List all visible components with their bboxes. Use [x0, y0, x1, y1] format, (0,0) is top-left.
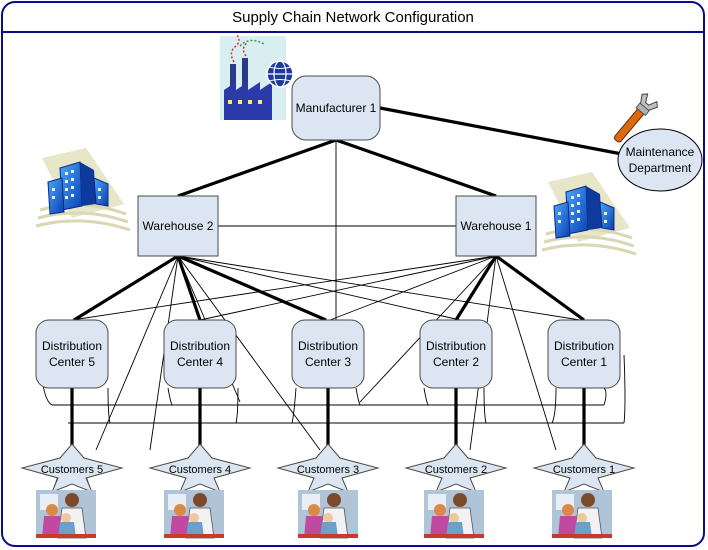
node-customers-5[interactable]: Customers 5	[20, 443, 124, 493]
node-customers-1[interactable]: Customers 1	[532, 443, 636, 493]
node-customers-3[interactable]: Customers 3	[276, 443, 380, 493]
dc4-label-line1: Distribution	[170, 339, 230, 353]
node-distribution-center-3[interactable]: Distribution Center 3	[291, 319, 365, 389]
office-building-icon	[34, 146, 132, 232]
node-customers-4[interactable]: Customers 4	[148, 443, 252, 493]
node-distribution-center-1[interactable]: Distribution Center 1	[547, 319, 621, 389]
manufacturer-label: Manufacturer 1	[296, 101, 377, 115]
customers-people-icon	[297, 489, 359, 539]
dc2-label-line1: Distribution	[426, 339, 486, 353]
office-building-icon	[540, 170, 638, 256]
dc1-label-line1: Distribution	[554, 339, 614, 353]
customers-2-label: Customers 2	[425, 464, 487, 476]
customers-5-label: Customers 5	[41, 464, 103, 476]
node-warehouse-1[interactable]: Warehouse 1	[455, 195, 537, 257]
dc4-label-line2: Center 4	[177, 355, 223, 369]
node-maintenance-department[interactable]: Maintenance Department	[617, 128, 703, 192]
wrench-icon	[613, 93, 658, 143]
customers-1-label: Customers 1	[553, 464, 615, 476]
maintenance-label-line1: Maintenance	[626, 145, 695, 159]
dc3-label-line2: Center 3	[305, 355, 351, 369]
node-customers-2[interactable]: Customers 2	[404, 443, 508, 493]
warehouse-2-label: Warehouse 2	[143, 219, 214, 233]
customers-people-icon	[423, 489, 485, 539]
title-bar: Supply Chain Network Configuration	[3, 3, 703, 33]
node-distribution-center-4[interactable]: Distribution Center 4	[163, 319, 237, 389]
customers-3-label: Customers 3	[297, 464, 359, 476]
customers-people-icon	[35, 489, 97, 539]
page-title: Supply Chain Network Configuration	[232, 8, 474, 26]
factory-icon	[220, 33, 294, 120]
dc5-label-line1: Distribution	[42, 339, 102, 353]
dc5-label-line2: Center 5	[49, 355, 95, 369]
customers-4-label: Customers 4	[169, 464, 231, 476]
dc2-label-line2: Center 2	[433, 355, 479, 369]
customers-people-icon	[551, 489, 613, 539]
dc1-label-line2: Center 1	[561, 355, 607, 369]
node-warehouse-2[interactable]: Warehouse 2	[137, 195, 219, 257]
node-manufacturer[interactable]: Manufacturer 1	[291, 75, 381, 141]
maintenance-label-line2: Department	[629, 161, 692, 175]
network-edges	[39, 106, 626, 451]
customers-people-icon	[163, 489, 225, 539]
node-distribution-center-2[interactable]: Distribution Center 2	[419, 319, 493, 389]
warehouse-1-label: Warehouse 1	[461, 219, 532, 233]
dc3-label-line1: Distribution	[298, 339, 358, 353]
node-distribution-center-5[interactable]: Distribution Center 5	[35, 319, 109, 389]
